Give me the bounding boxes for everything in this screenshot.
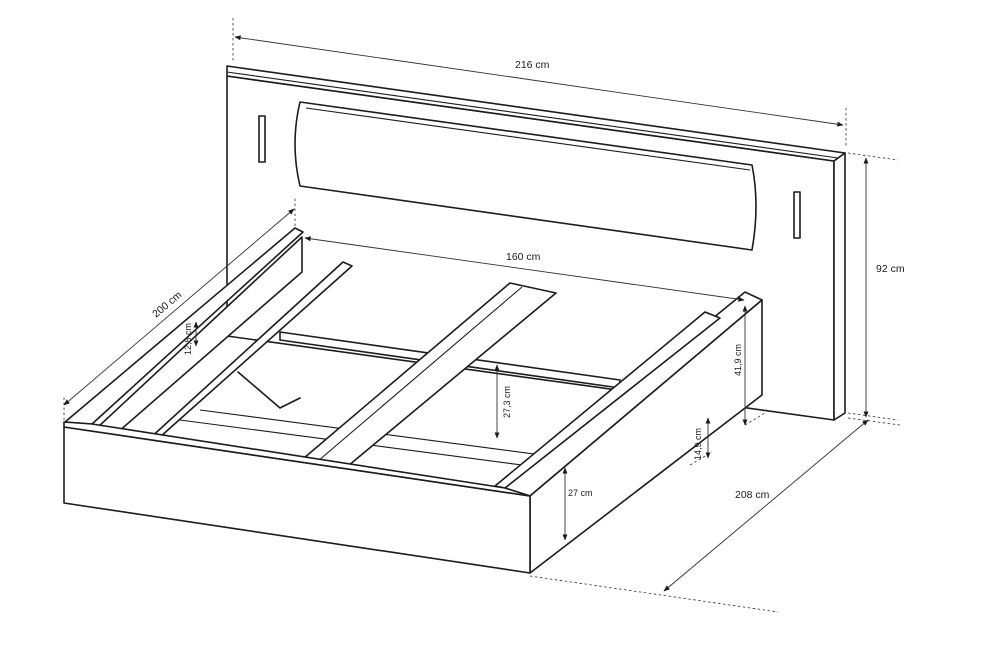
dim-mattress-width: 160 cm [304,236,745,302]
dim-rail-ledge-height: 12,8 cm [183,321,199,355]
label-160: 160 cm [506,251,541,263]
label-12-8: 12,8 cm [183,323,193,355]
label-14-9: 14,9 cm [693,428,703,460]
label-27-3: 27,3 cm [502,386,512,418]
reading-lamp-left [258,115,266,163]
dim-headboard-width: 216 cm [232,18,847,148]
label-41-9: 41,9 cm [733,344,743,376]
label-216: 216 cm [515,59,550,71]
dim-frame-height: 27 cm [562,467,593,541]
dim-slat-support-depth: 27,3 cm [494,364,512,439]
dim-side-rail-height: 41,9 cm [733,305,766,426]
reading-lamp-right [793,191,801,239]
dim-overall-length: 208 cm [529,417,901,613]
label-208: 208 cm [735,489,770,501]
dim-headboard-height: 92 cm [847,152,905,421]
label-92: 92 cm [876,263,905,275]
dim-leg-clearance: 14,9 cm [689,417,713,466]
label-27: 27 cm [568,488,593,498]
label-200: 200 cm [150,289,184,320]
